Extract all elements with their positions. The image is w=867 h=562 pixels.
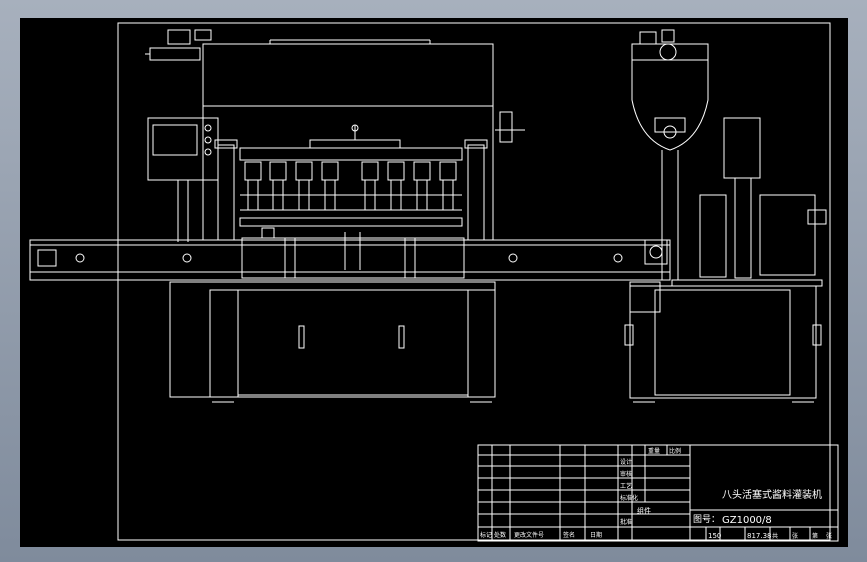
drawing-no-label: 图号： [693,514,720,525]
right-label-weight: 重量 [648,447,660,455]
scale-value: 150 [708,532,721,540]
cad-canvas[interactable]: 八头活塞式酱料灌装机 图号： GZ1000/8 150 817.38 组件 标记… [20,18,848,547]
title-block [477,444,839,542]
cad-drawing: 八头活塞式酱料灌装机 图号： GZ1000/8 150 817.38 组件 标记… [29,22,839,542]
field-label-count: 处数 [494,531,506,539]
weight-value: 817.38 [747,532,772,540]
group-label: 组件 [637,506,651,515]
filling-machine-left [29,29,671,403]
field-label-sign: 签名 [563,531,575,539]
field-label-date: 日期 [590,531,602,539]
field-label-design: 设计 [620,458,632,466]
field-label-review: 审核 [620,470,632,478]
filling-machine-right [624,29,827,403]
field-label-standard: 标准化 [620,494,638,502]
field-label-change-doc: 更改文件号 [514,531,544,539]
right-label-sheet1: 张 [792,532,798,540]
drawing-title: 八头活塞式酱料灌装机 [722,488,822,501]
base-cabinet-left [169,281,496,398]
drawing-no: GZ1000/8 [722,515,772,526]
filling-heads [244,161,457,211]
right-label-sheet2: 张 [826,532,832,540]
field-label-mark: 标记 [480,531,492,539]
conveyor [29,239,671,281]
drawing-border [117,22,831,541]
right-label-total: 共 [772,532,778,540]
field-label-process: 工艺 [620,482,632,490]
right-label-no: 第 [812,532,818,540]
right-label-scale: 比例 [669,447,681,455]
field-label-approve: 批准 [620,518,632,526]
hopper [631,43,709,151]
